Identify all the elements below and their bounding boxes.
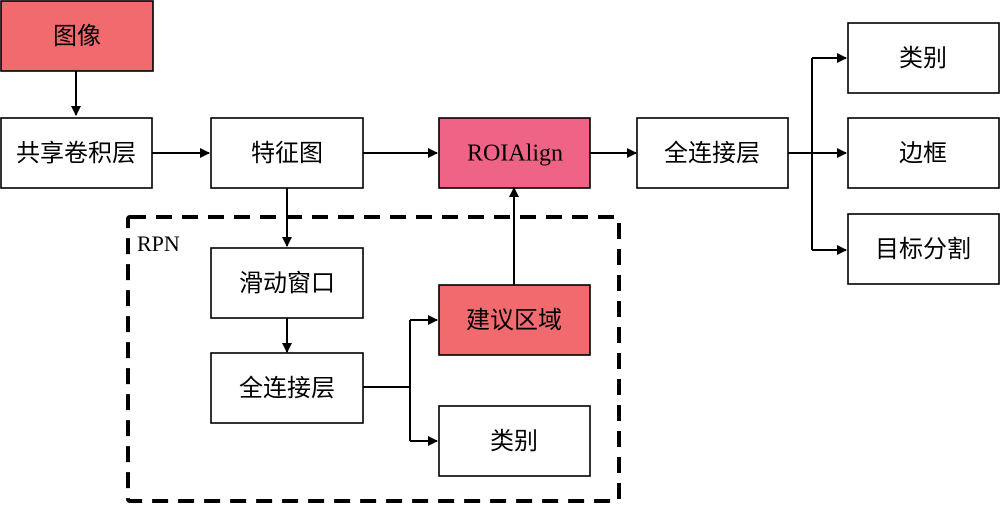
node-sliding-window-label: 滑动窗口 (239, 269, 335, 297)
node-roialign: ROIAlign (438, 117, 591, 189)
edge-fc-head-trunk (788, 58, 813, 250)
node-shared-conv-box (0, 117, 153, 189)
node-rpn-fc-label: 全连接层 (239, 374, 335, 402)
rpn-label: RPN (137, 231, 180, 256)
node-feature-map: 特征图 (210, 117, 364, 189)
node-fc-head-label: 全连接层 (664, 139, 760, 167)
node-fc-head-box (636, 117, 789, 189)
node-image-label: 图像 (53, 22, 101, 50)
node-proposals: 建议区域 (438, 284, 591, 356)
node-mask-out-label: 目标分割 (875, 235, 971, 263)
node-proposals-label: 建议区域 (466, 306, 562, 334)
node-image-box (0, 0, 154, 72)
node-rpn-fc-box (210, 352, 364, 424)
node-class-out-box (847, 22, 1000, 94)
node-bbox-out: 边框 (847, 117, 1000, 189)
node-rpn-class-box (438, 405, 591, 477)
node-feature-map-label: 特征图 (251, 139, 323, 167)
node-class-out-label: 类别 (899, 44, 947, 72)
node-class-out: 类别 (847, 22, 1000, 94)
node-fc-head: 全连接层 (636, 117, 789, 189)
node-roialign-box (438, 117, 591, 189)
node-proposals-box (438, 284, 591, 356)
node-roialign-label: ROIAlign (467, 141, 563, 167)
node-image: 图像 (0, 0, 154, 72)
node-shared-conv: 共享卷积层 (0, 117, 153, 189)
node-mask-out: 目标分割 (847, 213, 1000, 285)
node-sliding-window: 滑动窗口 (210, 247, 364, 319)
node-bbox-out-label: 边框 (899, 139, 947, 167)
node-sliding-window-box (210, 247, 364, 319)
edge-rpn-fc-trunk (363, 320, 411, 441)
node-rpn-fc: 全连接层 (210, 352, 364, 424)
node-rpn-class-label: 类别 (490, 427, 538, 455)
rpn-region: RPN (126, 215, 621, 503)
nodes: 图像 共享卷积层 特征图 ROIAlign 全连接层 类别 边框 目标分割 (0, 0, 1000, 477)
edges (71, 53, 847, 446)
node-feature-map-box (210, 117, 364, 189)
node-rpn-class: 类别 (438, 405, 591, 477)
node-mask-out-box (847, 213, 1000, 285)
node-bbox-out-box (847, 117, 1000, 189)
node-shared-conv-label: 共享卷积层 (16, 139, 136, 167)
rpn-dashed-border (126, 215, 621, 503)
